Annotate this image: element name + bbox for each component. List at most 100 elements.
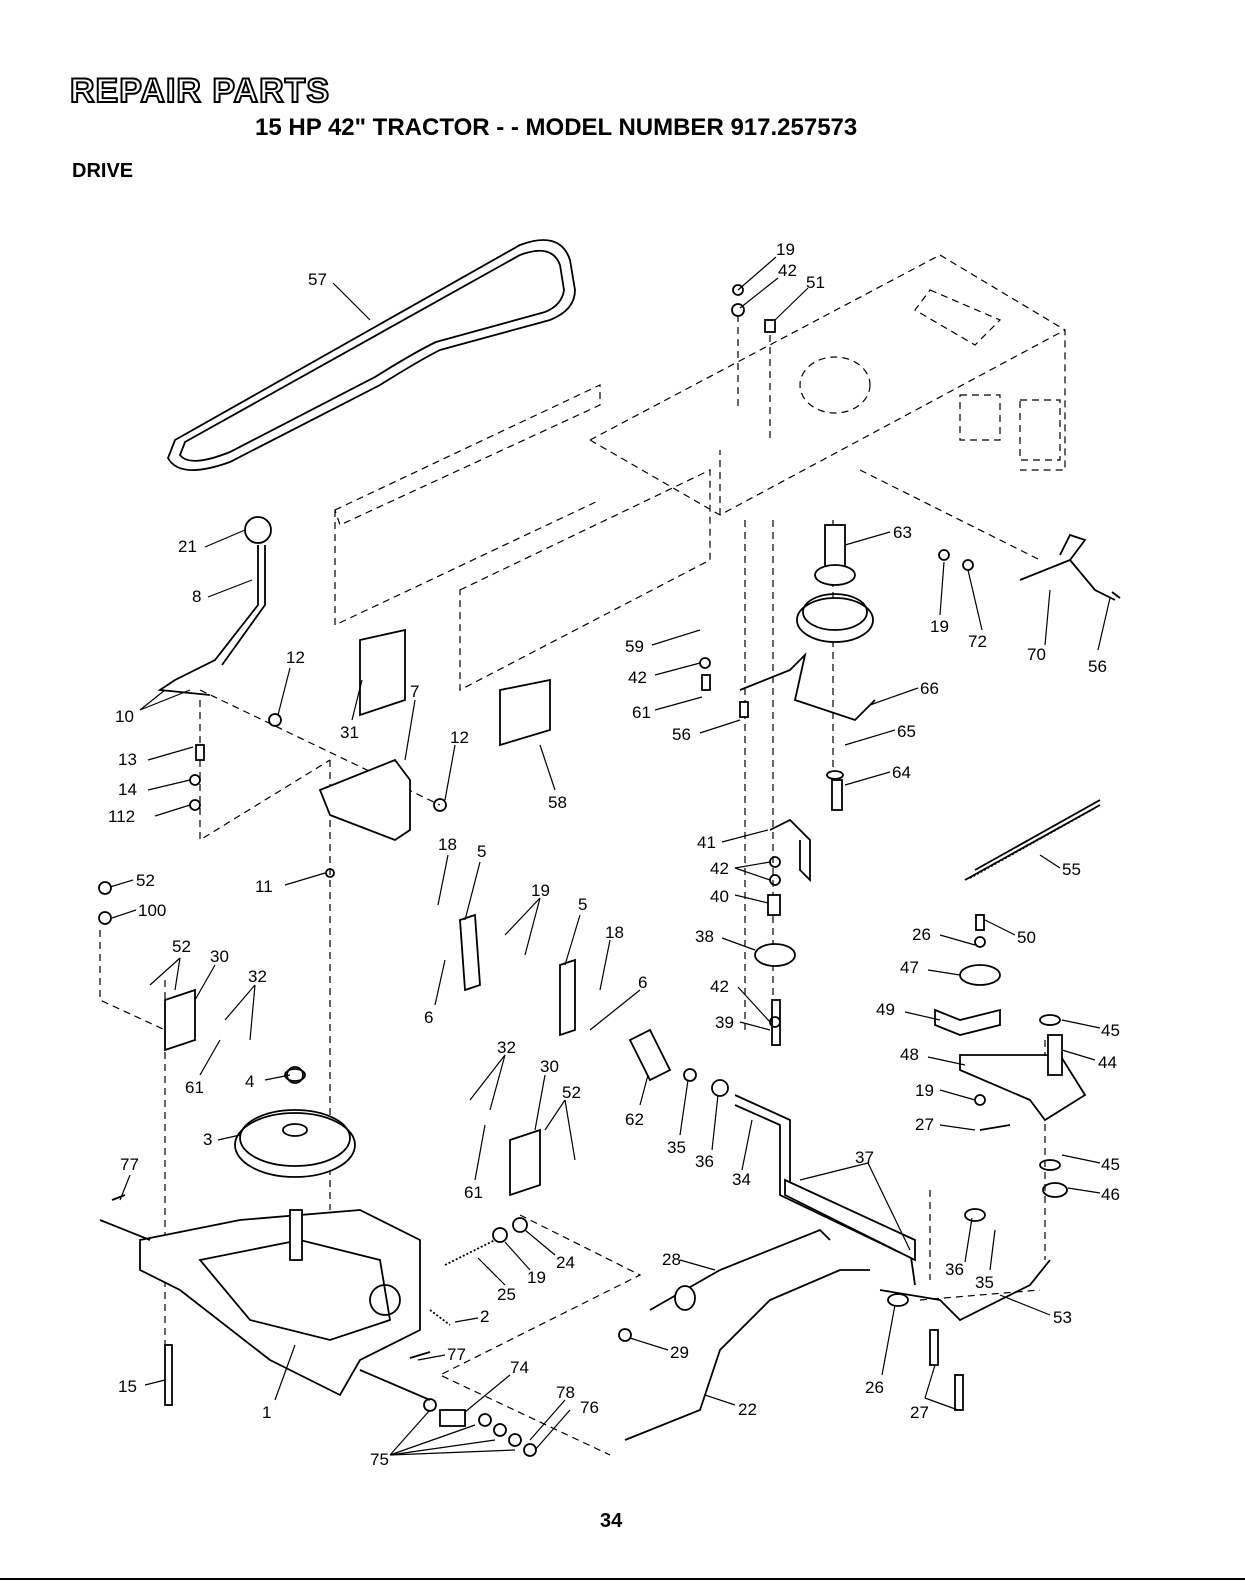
- model-subtitle: 15 HP 42" TRACTOR - - MODEL NUMBER 917.2…: [255, 114, 858, 141]
- callout-5: 5: [578, 895, 587, 914]
- idler-parts: [754, 818, 1087, 1198]
- callout-76: 76: [580, 1398, 599, 1417]
- callout-40: 40: [710, 887, 729, 906]
- callout-26: 26: [912, 925, 931, 944]
- callout-47: 47: [900, 958, 919, 977]
- callout-42: 42: [710, 859, 729, 878]
- callout-28: 28: [662, 1250, 681, 1269]
- pedal-shaft: [164, 1028, 1051, 1441]
- callout-32: 32: [497, 1038, 516, 1057]
- callout-70: 70: [1027, 645, 1046, 664]
- callout-29: 29: [670, 1343, 689, 1362]
- callout-36: 36: [695, 1152, 714, 1171]
- callout-labels: 57 19 42 51 21 8 10 12 31 7 12 58 13 14 …: [108, 240, 1120, 1469]
- callout-42: 42: [628, 668, 647, 687]
- callout-45: 45: [1101, 1021, 1120, 1040]
- section-title: DRIVE: [72, 160, 134, 182]
- callout-35: 35: [975, 1273, 994, 1292]
- bottom-rule: [0, 1578, 1245, 1580]
- callout-112: 112: [108, 807, 135, 826]
- callout-7: 7: [410, 682, 419, 701]
- callout-15: 15: [118, 1377, 137, 1396]
- callout-3: 3: [203, 1130, 212, 1149]
- callout-45: 45: [1101, 1155, 1120, 1174]
- callout-2: 2: [480, 1307, 489, 1326]
- callout-14: 14: [118, 780, 137, 799]
- callout-57: 57: [308, 270, 327, 289]
- callout-18: 18: [605, 923, 624, 942]
- callout-77: 77: [120, 1155, 139, 1174]
- callout-8: 8: [192, 587, 201, 606]
- callout-25: 25: [497, 1285, 516, 1304]
- callout-59: 59: [625, 637, 644, 656]
- callout-6: 6: [638, 973, 647, 992]
- callout-21: 21: [178, 537, 197, 556]
- callout-42: 42: [710, 977, 729, 996]
- leader-lines: [109, 256, 1111, 1456]
- callout-52: 52: [172, 937, 191, 956]
- callout-61: 61: [464, 1183, 483, 1202]
- callout-53: 53: [1053, 1308, 1072, 1327]
- callout-35: 35: [667, 1138, 686, 1157]
- callout-100: 100: [138, 901, 166, 920]
- callout-36: 36: [945, 1260, 964, 1279]
- callout-37: 37: [855, 1148, 874, 1167]
- callout-62: 62: [625, 1110, 644, 1129]
- callout-31: 31: [340, 723, 359, 742]
- callout-56: 56: [672, 725, 691, 744]
- callout-77: 77: [447, 1345, 466, 1364]
- page-number: 34: [600, 1510, 623, 1532]
- page-title: REPAIR PARTS: [69, 71, 331, 111]
- brackets: [164, 628, 576, 1197]
- callout-32: 32: [248, 967, 267, 986]
- callout-74: 74: [510, 1358, 529, 1377]
- callout-27: 27: [915, 1115, 934, 1134]
- callout-19: 19: [527, 1268, 546, 1287]
- input-pulley: [234, 1068, 356, 1178]
- callout-27: 27: [910, 1403, 929, 1422]
- callout-11: 11: [255, 877, 273, 896]
- callout-6: 6: [424, 1008, 433, 1027]
- callout-51: 51: [806, 273, 825, 292]
- callout-13: 13: [118, 750, 137, 769]
- callout-75: 75: [370, 1450, 389, 1469]
- callout-38: 38: [695, 927, 714, 946]
- callout-61: 61: [632, 703, 651, 722]
- callout-26: 26: [865, 1378, 884, 1397]
- brake-link: [1019, 533, 1116, 601]
- callout-52: 52: [562, 1083, 581, 1102]
- callout-19: 19: [930, 617, 949, 636]
- callout-12: 12: [450, 728, 469, 747]
- callout-46: 46: [1101, 1185, 1120, 1204]
- callout-72: 72: [968, 632, 987, 651]
- callout-55: 55: [1062, 860, 1081, 879]
- callout-44: 44: [1098, 1053, 1117, 1072]
- callout-30: 30: [210, 947, 229, 966]
- callout-63: 63: [893, 523, 912, 542]
- callout-1: 1: [262, 1403, 271, 1422]
- engine-pulley: [739, 524, 876, 811]
- callout-24: 24: [556, 1253, 575, 1272]
- callout-19: 19: [776, 240, 795, 259]
- callout-19: 19: [915, 1081, 934, 1100]
- callout-65: 65: [897, 722, 916, 741]
- transaxle: [99, 1209, 431, 1401]
- callout-52: 52: [136, 871, 155, 890]
- callout-39: 39: [715, 1013, 734, 1032]
- callout-50: 50: [1017, 928, 1036, 947]
- callout-48: 48: [900, 1045, 919, 1064]
- callout-12: 12: [286, 648, 305, 667]
- callout-22: 22: [738, 1400, 757, 1419]
- callout-10: 10: [115, 707, 134, 726]
- callout-78: 78: [556, 1383, 575, 1402]
- tractor-frame: [334, 254, 1066, 691]
- callout-5: 5: [477, 842, 486, 861]
- shift-lever: [157, 516, 272, 696]
- spring-55: [964, 799, 1101, 881]
- callout-58: 58: [548, 793, 567, 812]
- callout-49: 49: [876, 1000, 895, 1019]
- callout-42: 42: [778, 261, 797, 280]
- callout-4: 4: [245, 1072, 254, 1091]
- callout-30: 30: [540, 1057, 559, 1076]
